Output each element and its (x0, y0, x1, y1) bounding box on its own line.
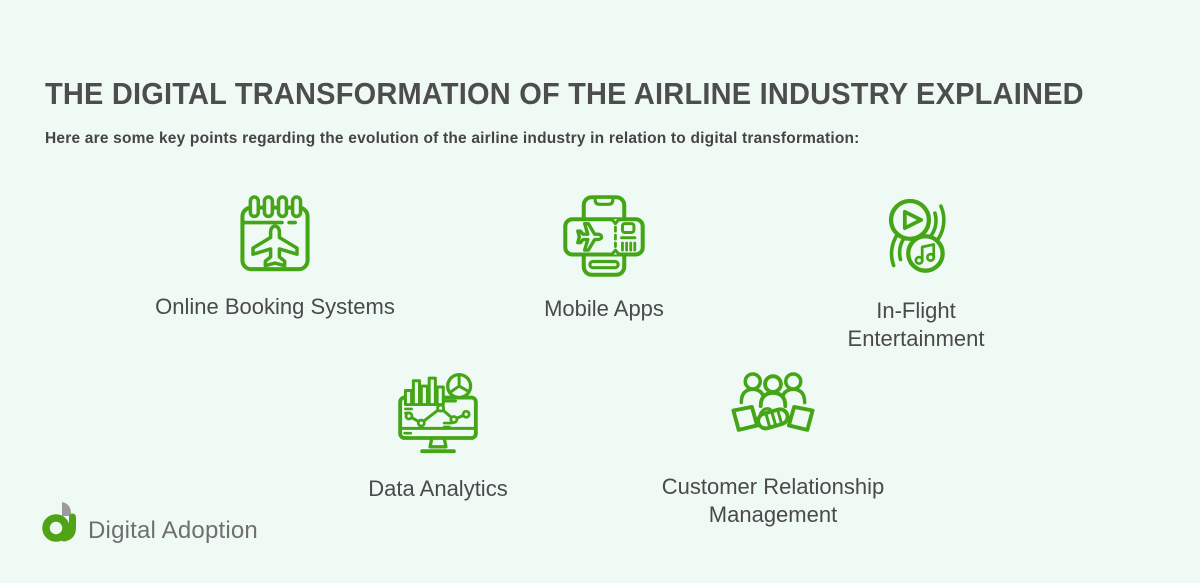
digital-adoption-logo: Digital Adoption (42, 501, 258, 547)
brand-name: Digital Adoption (88, 517, 258, 544)
feature-item-crm: Customer Relationship Management (623, 368, 923, 529)
calendar-plane-icon (231, 188, 319, 280)
page-title: THE DIGITAL TRANSFORMATION OF THE AIRLIN… (45, 78, 1084, 112)
feature-item-online-booking: Online Booking Systems (115, 188, 435, 321)
feature-item-data-analytics: Data Analytics (278, 370, 598, 503)
play-music-entertainment-icon (873, 192, 959, 284)
feature-item-mobile-apps: Mobile Apps (444, 190, 764, 323)
people-handshake-icon (729, 368, 817, 460)
feature-label-crm: Customer Relationship Management (661, 474, 885, 527)
analytics-monitor-icon (394, 370, 482, 462)
feature-label-online-booking: Online Booking Systems (155, 294, 395, 319)
feature-label-mobile-apps: Mobile Apps (544, 296, 664, 321)
feature-label-data-analytics: Data Analytics (368, 476, 508, 501)
digital-adoption-logo-mark-icon (42, 501, 80, 547)
feature-item-inflight-entertainment: In-Flight Entertainment (816, 192, 1016, 353)
page-subtitle: Here are some key points regarding the e… (45, 130, 860, 147)
feature-label-inflight-entertainment: In-Flight Entertainment (847, 298, 985, 351)
phone-boarding-pass-icon (560, 190, 648, 282)
